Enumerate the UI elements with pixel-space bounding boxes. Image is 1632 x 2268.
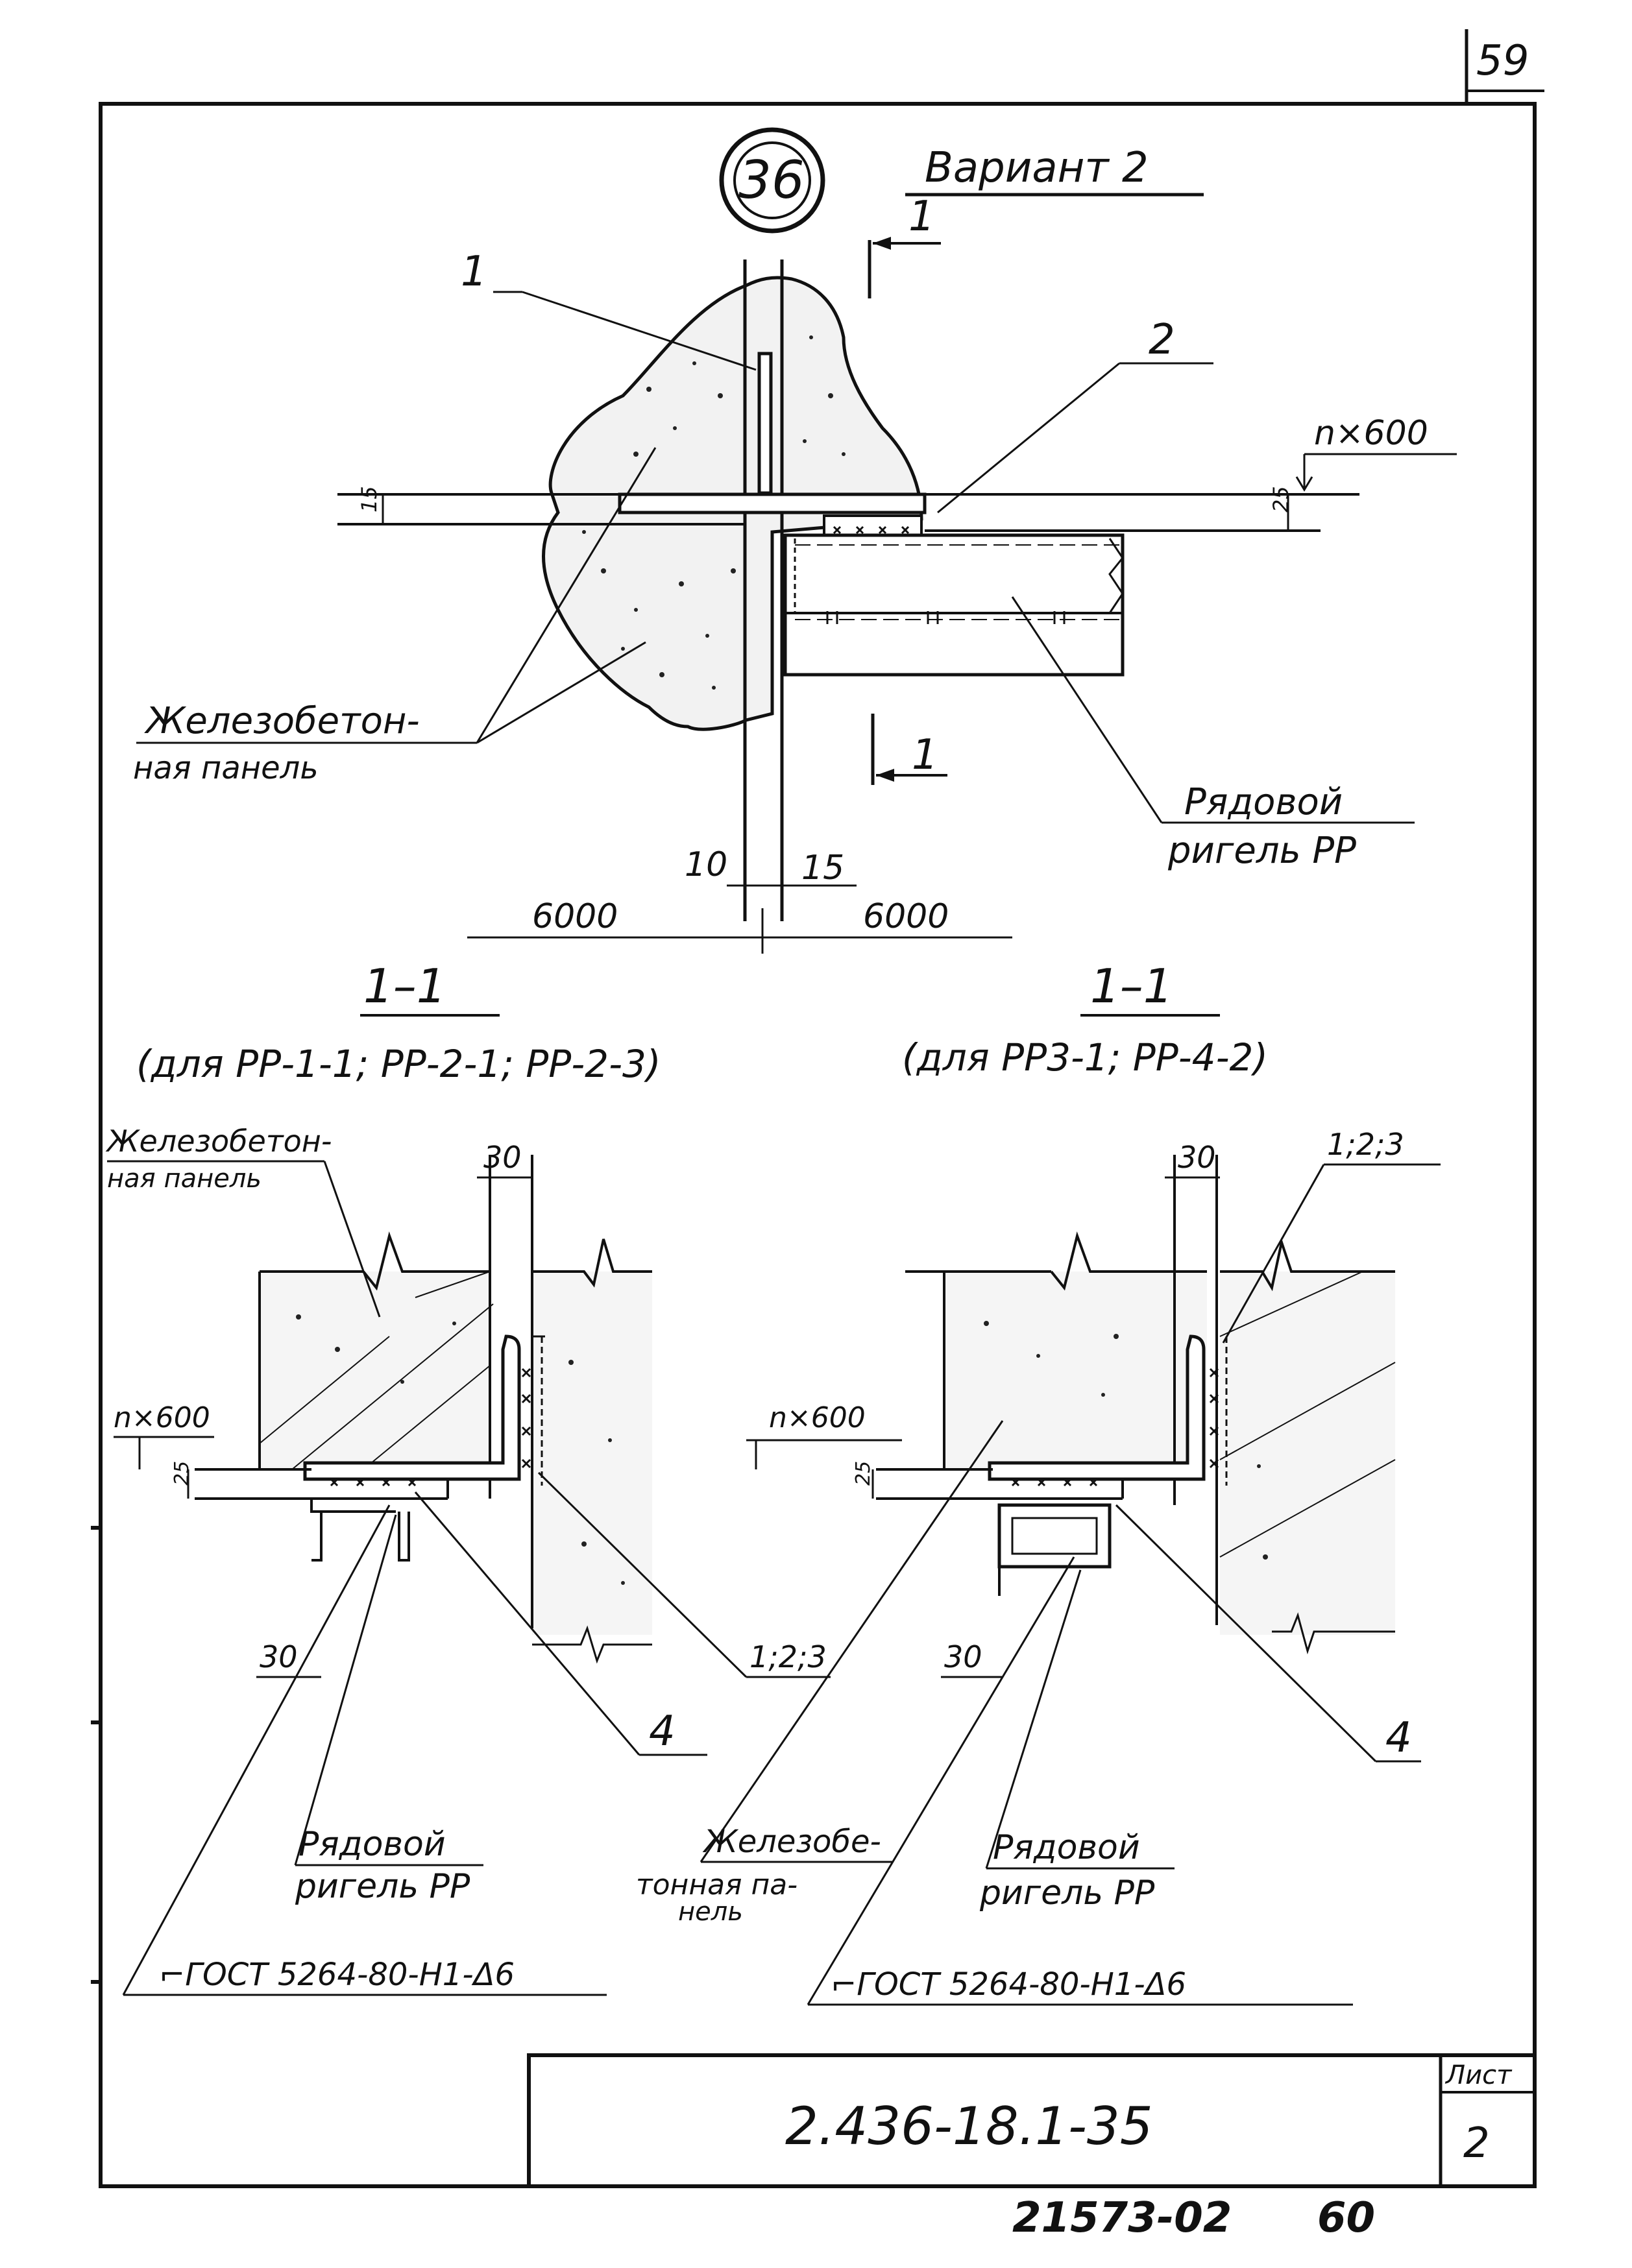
section-right-title: 1–1 — [1090, 959, 1173, 1013]
section-right-dim-30-bottom: 30 — [944, 1639, 982, 1674]
section-right-girder-label-2: ригель РР — [979, 1874, 1155, 1912]
section-left-dim-30-top: 30 — [483, 1140, 522, 1175]
plan-girder-label-1: Рядовой — [1184, 781, 1343, 823]
plan-girder — [783, 533, 1125, 677]
plan-level: n×600 — [1314, 414, 1428, 453]
node-number: 36 — [738, 150, 805, 210]
plan-dim-15: 15 — [357, 486, 382, 513]
section-right-panel-label-2: тонная па- — [636, 1868, 798, 1901]
plan-dim-10: 10 — [685, 845, 727, 884]
document-code: 2.436-18.1-35 — [785, 2096, 1153, 2156]
section-left-panel-label-1: Железобетон- — [105, 1124, 332, 1159]
section-right-callout-4: 4 — [1385, 1714, 1412, 1762]
plan-girder-label-2: ригель РР — [1167, 830, 1356, 872]
plan-weld-marks — [826, 525, 1066, 624]
plan-panel-label-2: ная панель — [133, 750, 319, 786]
plan-span-right: 6000 — [863, 897, 949, 936]
plan-panel-label-1: Железобетон- — [144, 700, 420, 742]
sheet-number: 2 — [1463, 2119, 1490, 2167]
section-right-panel-label-3: нель — [678, 1897, 743, 1927]
section-right-dim-30-top: 30 — [1178, 1140, 1216, 1175]
section-right-panel-label-1: Железобе- — [702, 1824, 881, 1860]
section-left-drawing — [195, 1155, 652, 1664]
section-left-girder-label-1: Рядовой — [298, 1825, 446, 1864]
section-right-callout-123: 1;2;3 — [1327, 1127, 1404, 1162]
section-left-callout-123: 1;2;3 — [749, 1639, 827, 1674]
title-block — [527, 2053, 1537, 2188]
plan-concrete-speckle — [582, 335, 846, 690]
section-left-title: 1–1 — [363, 959, 446, 1013]
plan-dim-25: 25 — [1269, 486, 1293, 513]
section-right-weld-note: ⌐ГОСТ 5264-80-Н1-Δ6 — [831, 1966, 1186, 2003]
section-left-level: n×600 — [114, 1401, 210, 1434]
plan-callout-1: 1 — [461, 248, 487, 296]
plan-embedded-plate — [618, 492, 927, 514]
section-left-dim-30-bottom: 30 — [260, 1639, 298, 1674]
plan-span-left: 6000 — [532, 897, 618, 936]
t-bracket-stem — [757, 352, 773, 495]
section-left-callout-4: 4 — [649, 1707, 676, 1755]
section-mark-top: 1 — [908, 193, 935, 241]
section-right-drawing — [876, 1155, 1396, 1655]
section-right-dim-25: 25 — [852, 1461, 875, 1486]
archive-number: 21573-02 — [1012, 2194, 1232, 2242]
sheet-label: Лист — [1444, 2060, 1513, 2090]
variant-label: Вариант 2 — [925, 144, 1149, 192]
section-left-girder-label-2: ригель РР — [295, 1867, 470, 1906]
section-right-level: n×600 — [769, 1401, 866, 1434]
page-number: 59 — [1476, 37, 1529, 85]
plan-dim-15b: 15 — [801, 849, 844, 887]
section-mark-bottom: 1 — [912, 731, 938, 779]
section-left-dim-25: 25 — [171, 1461, 193, 1486]
node-marker — [719, 127, 825, 234]
section-left-weld-note: ⌐ГОСТ 5264-80-Н1-Δ6 — [159, 1957, 515, 1993]
section-right-girder-label-1: Рядовой — [993, 1828, 1140, 1867]
archive-suffix: 60 — [1317, 2194, 1375, 2242]
section-left-panel-label-2: ная панель — [107, 1164, 262, 1194]
plan-callout-2: 2 — [1149, 316, 1175, 364]
section-right-subtitle: (для РР3-1; РР-4-2) — [902, 1035, 1268, 1080]
section-left-subtitle: (для РР-1-1; РР-2-1; РР-2-3) — [136, 1042, 661, 1086]
